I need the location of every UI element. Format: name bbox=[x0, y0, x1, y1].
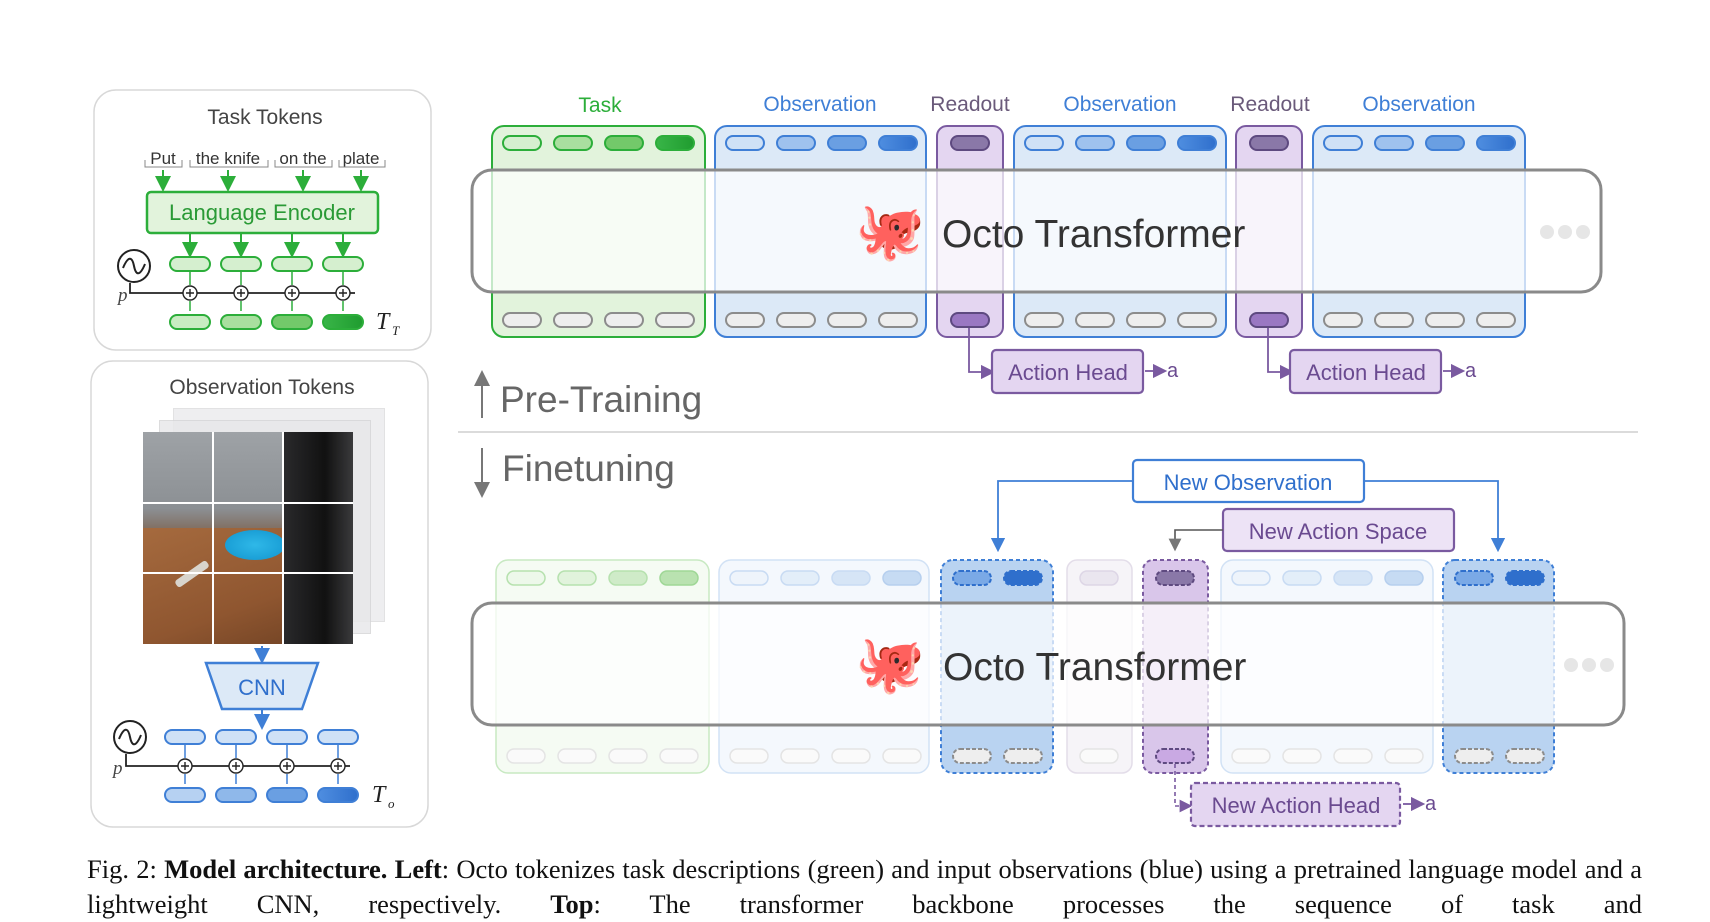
language-encoder bbox=[145, 190, 380, 235]
svg-text:T: T bbox=[392, 323, 400, 338]
group-label-readout: Readout bbox=[930, 93, 1010, 116]
figure-caption: Fig. 2: Model architecture. Left: Octo t… bbox=[87, 854, 1643, 919]
octo-transformer bbox=[470, 601, 1626, 727]
finetuning-section: Finetuning bbox=[470, 448, 1626, 828]
task-word: Put bbox=[150, 149, 176, 168]
octopus-icon: 🐙 bbox=[855, 199, 925, 264]
action-output: a bbox=[1167, 360, 1179, 382]
group-label-readout: Readout bbox=[1230, 93, 1310, 116]
positional-label: p bbox=[116, 285, 128, 306]
transformer-label: Octo Transformer bbox=[943, 646, 1246, 689]
task-tokens-panel: Task Tokens Put the knife on the plate L… bbox=[93, 89, 432, 351]
action-output: a bbox=[1465, 360, 1477, 382]
octo-transformer bbox=[470, 168, 1603, 294]
finetuning-label: Finetuning bbox=[502, 448, 675, 489]
observation-image bbox=[143, 432, 353, 644]
new-action-head-label: New Action Head bbox=[1212, 793, 1381, 818]
group-label-observation: Observation bbox=[1063, 93, 1176, 116]
action-output: a bbox=[1425, 793, 1437, 815]
more-dots-icon bbox=[1540, 225, 1590, 239]
group-label-task: Task bbox=[578, 94, 622, 117]
observation-tokens-title: Observation Tokens bbox=[169, 376, 354, 399]
action-head bbox=[1288, 348, 1443, 395]
action-head bbox=[990, 348, 1145, 395]
cnn-block bbox=[204, 661, 320, 711]
task-set-label: T bbox=[376, 309, 391, 335]
task-tokens-title: Task Tokens bbox=[207, 106, 322, 129]
more-dots-icon bbox=[1564, 658, 1614, 672]
pretraining-label: Pre-Training bbox=[500, 379, 702, 420]
new-action-head bbox=[1189, 781, 1402, 828]
action-head-label: Action Head bbox=[1306, 360, 1426, 385]
language-encoder-label: Language Encoder bbox=[169, 200, 355, 225]
task-word: plate bbox=[343, 149, 380, 168]
group-label-observation: Observation bbox=[763, 93, 876, 116]
new-action-space-label: New Action Space bbox=[1249, 519, 1428, 544]
new-observation-label: New Observation bbox=[1164, 470, 1333, 495]
action-head-label: Action Head bbox=[1008, 360, 1128, 385]
cnn-label: CNN bbox=[238, 675, 286, 700]
architecture-diagram: Task Tokens Put the knife on the plate L… bbox=[90, 89, 1638, 828]
task-word: the knife bbox=[196, 149, 260, 168]
obs-set-label: T bbox=[372, 782, 387, 808]
pretraining-section: Task Observation Readout Observation Rea… bbox=[470, 93, 1603, 420]
transformer-label: Octo Transformer bbox=[942, 213, 1245, 256]
task-word: on the bbox=[279, 149, 326, 168]
observation-image-stack bbox=[143, 408, 385, 644]
positional-label: p bbox=[111, 758, 123, 779]
octopus-icon: 🐙 bbox=[855, 632, 925, 697]
svg-text:o: o bbox=[388, 796, 395, 811]
group-label-observation: Observation bbox=[1362, 93, 1475, 116]
